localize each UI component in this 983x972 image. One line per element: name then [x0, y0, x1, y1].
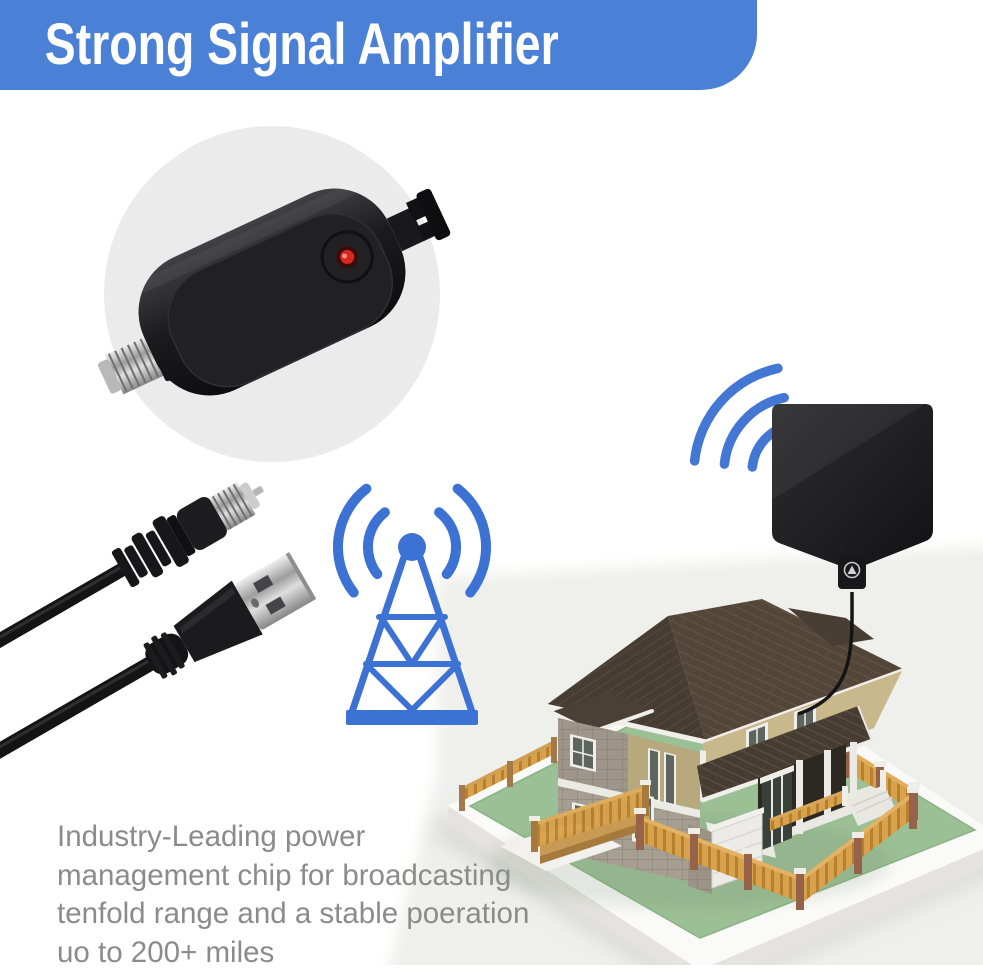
- caption-line-3: tenfold range and a stable poeration: [57, 895, 529, 934]
- amplifier-photo: [70, 126, 472, 462]
- caption-line-2: management chip for broadcasting: [57, 857, 529, 896]
- page-title: Strong Signal Amplifier: [0, 0, 606, 90]
- caption-line-1: Industry-Leading power: [57, 818, 529, 857]
- banner: Strong Signal Amplifier: [0, 0, 757, 90]
- caption: Industry-Leading power management chip f…: [57, 818, 529, 972]
- caption-line-4: uo to 200+ miles: [57, 934, 529, 972]
- usb-cable-photo: [0, 549, 318, 862]
